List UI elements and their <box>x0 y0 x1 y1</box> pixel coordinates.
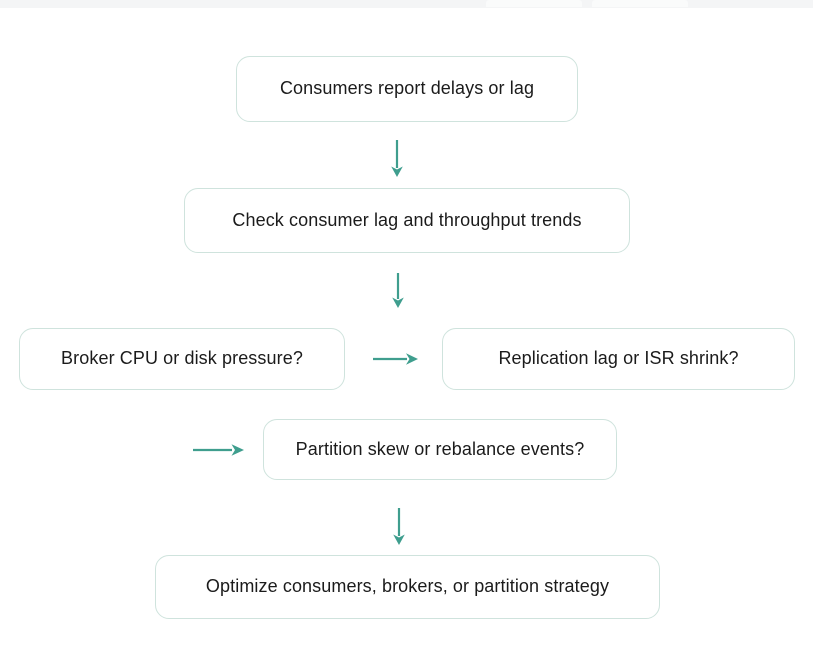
browser-tab-remnant-1 <box>486 0 582 7</box>
flow-node-broker-cpu-disk-pressure[interactable]: Broker CPU or disk pressure? <box>19 328 345 390</box>
arrow-down-node5-to-node6 <box>390 508 408 546</box>
arrow-right-node4-to-node5 <box>193 441 245 459</box>
flow-node-label: Consumers report delays or lag <box>279 78 535 99</box>
flow-node-optimize-consumers-brokers-partitions[interactable]: Optimize consumers, brokers, or partitio… <box>155 555 660 619</box>
flow-node-label: Partition skew or rebalance events? <box>295 438 585 459</box>
arrow-down-node1-to-node2 <box>388 140 406 178</box>
flow-node-replication-lag-isr-shrink[interactable]: Replication lag or ISR shrink? <box>442 328 795 390</box>
flow-node-label: Replication lag or ISR shrink? <box>498 348 739 369</box>
flow-node-label: Check consumer lag and throughput trends <box>232 209 582 230</box>
flow-node-label: Broker CPU or disk pressure? <box>61 348 303 369</box>
flow-node-partition-skew-rebalance[interactable]: Partition skew or rebalance events? <box>263 419 617 480</box>
flow-node-consumers-report-delays[interactable]: Consumers report delays or lag <box>236 56 578 122</box>
arrow-right-node3-to-node4 <box>373 350 419 368</box>
flow-node-check-consumer-lag[interactable]: Check consumer lag and throughput trends <box>184 188 630 253</box>
flow-node-label: Optimize consumers, brokers, or partitio… <box>205 576 610 597</box>
arrow-down-node2-to-node3 <box>389 273 407 309</box>
browser-tab-remnant-2 <box>592 0 688 7</box>
window-chrome-strip <box>0 0 813 8</box>
